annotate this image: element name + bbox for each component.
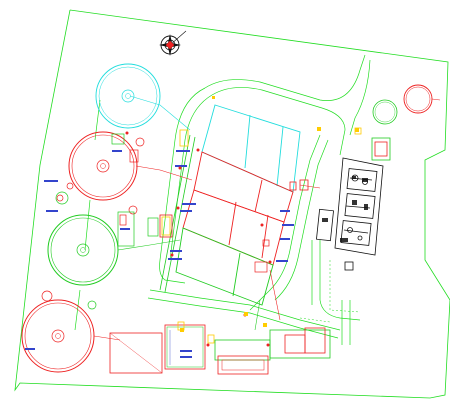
equipment-blocks	[111, 133, 270, 273]
admin-building-fill	[322, 176, 368, 242]
process-piping	[93, 95, 321, 341]
green-basin	[175, 227, 274, 306]
fence-lines	[299, 260, 361, 323]
green-tank-ne	[372, 99, 398, 125]
yellow-markers	[180, 96, 359, 332]
annotation-tags	[25, 150, 294, 358]
valve-markers	[125, 131, 272, 347]
pump-building-south	[109, 321, 331, 375]
cyan-clarifier	[95, 63, 161, 129]
auxiliary-tanks	[41, 137, 145, 310]
site-boundary	[14, 9, 450, 399]
red-clarifier-ne	[403, 84, 441, 114]
inlet-channel	[159, 129, 309, 293]
